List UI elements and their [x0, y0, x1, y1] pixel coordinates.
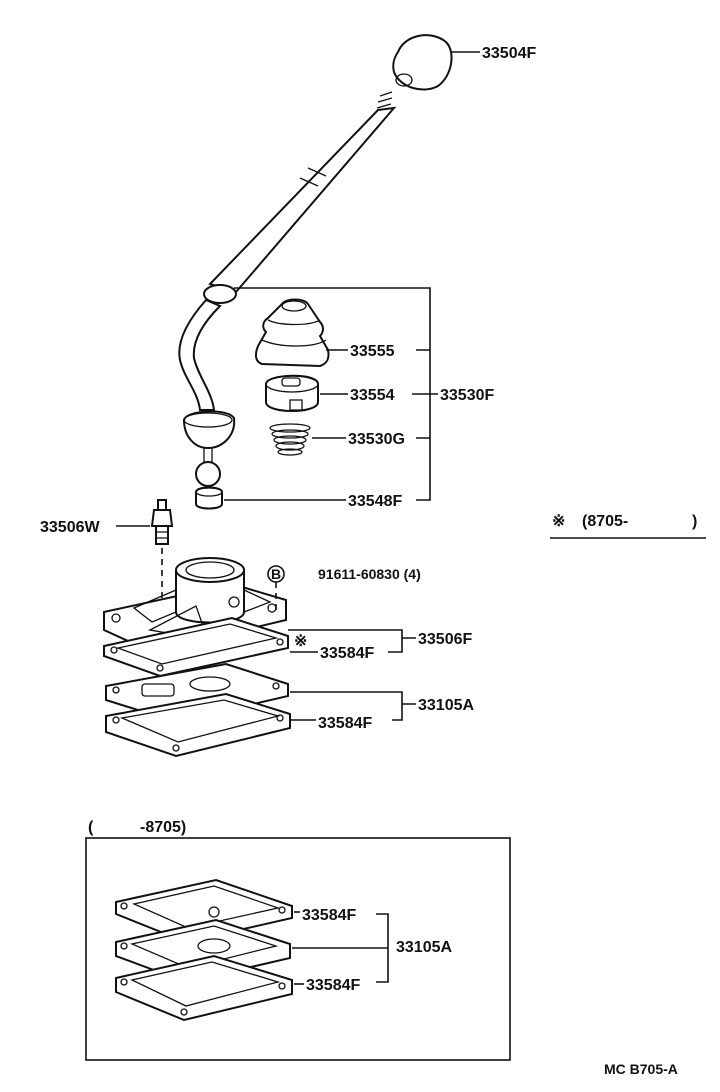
bolt-marker-circle — [267, 565, 285, 583]
label-gasket-lower: 33584F — [318, 715, 372, 732]
lever-assy-bracket — [234, 287, 438, 501]
label-bolt: 91611-60830 (4) — [318, 566, 421, 582]
label-spring: 33530G — [348, 431, 405, 448]
label-knob: 33504F — [482, 45, 536, 62]
label-retainer-assy: 33506F — [418, 631, 472, 648]
shift-knob — [392, 34, 453, 91]
label-boot: 33555 — [350, 343, 395, 360]
label-seat: 33554 — [350, 387, 395, 404]
inset-gasket-bottom — [115, 954, 293, 1022]
bolt-marker-letter: B — [271, 566, 281, 582]
gasket-mark: ※ — [294, 633, 307, 650]
inset-label-cover-assy: 33105A — [396, 939, 452, 956]
label-pin: 33506W — [40, 519, 100, 536]
note-from: (8705- — [582, 513, 628, 530]
inset-box — [85, 837, 511, 1061]
note-mark: ※ — [552, 513, 565, 530]
inset-note: -8705) — [140, 819, 186, 836]
bushing — [195, 486, 223, 510]
seat — [265, 374, 319, 412]
inset-open: ( — [88, 819, 94, 836]
note-from-close: ) — [692, 513, 697, 530]
retainer-assy-bracket — [288, 629, 416, 653]
inset-bracket — [376, 913, 389, 983]
inset-label-gasket-top: 33584F — [302, 907, 356, 924]
shift-lever — [178, 91, 397, 487]
cover-assy-bracket — [290, 691, 416, 721]
spring — [269, 423, 311, 456]
boot — [254, 298, 330, 368]
inset-label-gasket-bottom: 33584F — [306, 977, 360, 994]
gasket-lower — [105, 692, 291, 758]
drawing-code: MC B705-A — [604, 1061, 678, 1077]
shift-retainer — [103, 557, 287, 654]
inset-gasket-top — [115, 878, 293, 944]
label-bushing: 33548F — [348, 493, 402, 510]
gasket-upper — [103, 616, 289, 678]
label-cover-assy: 33105A — [418, 697, 474, 714]
label-lever-assy: 33530F — [440, 387, 494, 404]
pin — [150, 499, 174, 545]
label-gasket-upper: 33584F — [320, 645, 374, 662]
